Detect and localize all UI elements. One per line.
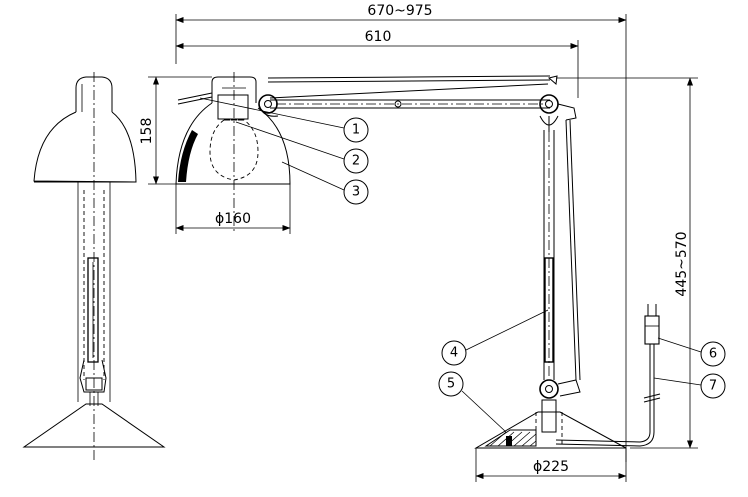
right-rod [565, 119, 577, 381]
base-post [541, 399, 557, 433]
callout-1-number: 1 [352, 123, 360, 138]
shade-inner-shading [178, 130, 198, 182]
dimension-shade-diameter: ϕ160 [175, 184, 291, 234]
front-pole [77, 182, 111, 402]
callout-7-number: 7 [709, 379, 717, 394]
front-view-lamp [22, 72, 166, 462]
front-shade [33, 111, 137, 183]
dimension-shade-height: 158 [139, 76, 212, 185]
total-reach-label: 670~975 [367, 3, 432, 19]
shade-socket [211, 76, 257, 120]
elbow-knob [557, 103, 577, 121]
dimension-total-reach: 670~975 [175, 3, 627, 462]
pole-spring [544, 257, 554, 363]
front-socket-cap [75, 76, 113, 112]
callout-1: 1 [199, 97, 369, 143]
power-cord [555, 344, 651, 443]
shade-height-label: 158 [139, 118, 155, 145]
height-range-label: 445~570 [674, 231, 690, 296]
callout-5: 5 [438, 371, 507, 433]
diagonal-rod [269, 83, 549, 99]
light-bulb-hidden [209, 119, 259, 181]
side-view-shade [175, 72, 291, 232]
dimension-height-range: 445~570 [556, 77, 698, 449]
base-joint [539, 379, 559, 399]
shade-diameter-label: ϕ160 [215, 211, 251, 227]
base-weight-hatch [484, 429, 537, 447]
callout-6-number: 6 [709, 347, 717, 362]
arm-length-label: 610 [365, 29, 392, 45]
callout-3-number: 3 [352, 185, 360, 200]
callout-2-number: 2 [352, 154, 360, 169]
dimension-arm-length: 610 [175, 29, 579, 98]
callout-5-number: 5 [447, 377, 455, 392]
side-base [474, 411, 627, 449]
callout-7: 7 [653, 373, 726, 399]
dimension-base-diameter: ϕ225 [475, 448, 627, 482]
callout-4-number: 4 [450, 346, 458, 361]
upper-rod [267, 75, 551, 79]
base-diameter-label: ϕ225 [533, 459, 569, 475]
callout-2: 2 [235, 121, 369, 174]
callout-6: 6 [657, 337, 726, 367]
callout-4: 4 [441, 309, 549, 366]
power-plug [644, 304, 660, 345]
side-view-arm [258, 75, 661, 449]
callout-3: 3 [281, 161, 369, 205]
switch-lever [177, 92, 213, 101]
